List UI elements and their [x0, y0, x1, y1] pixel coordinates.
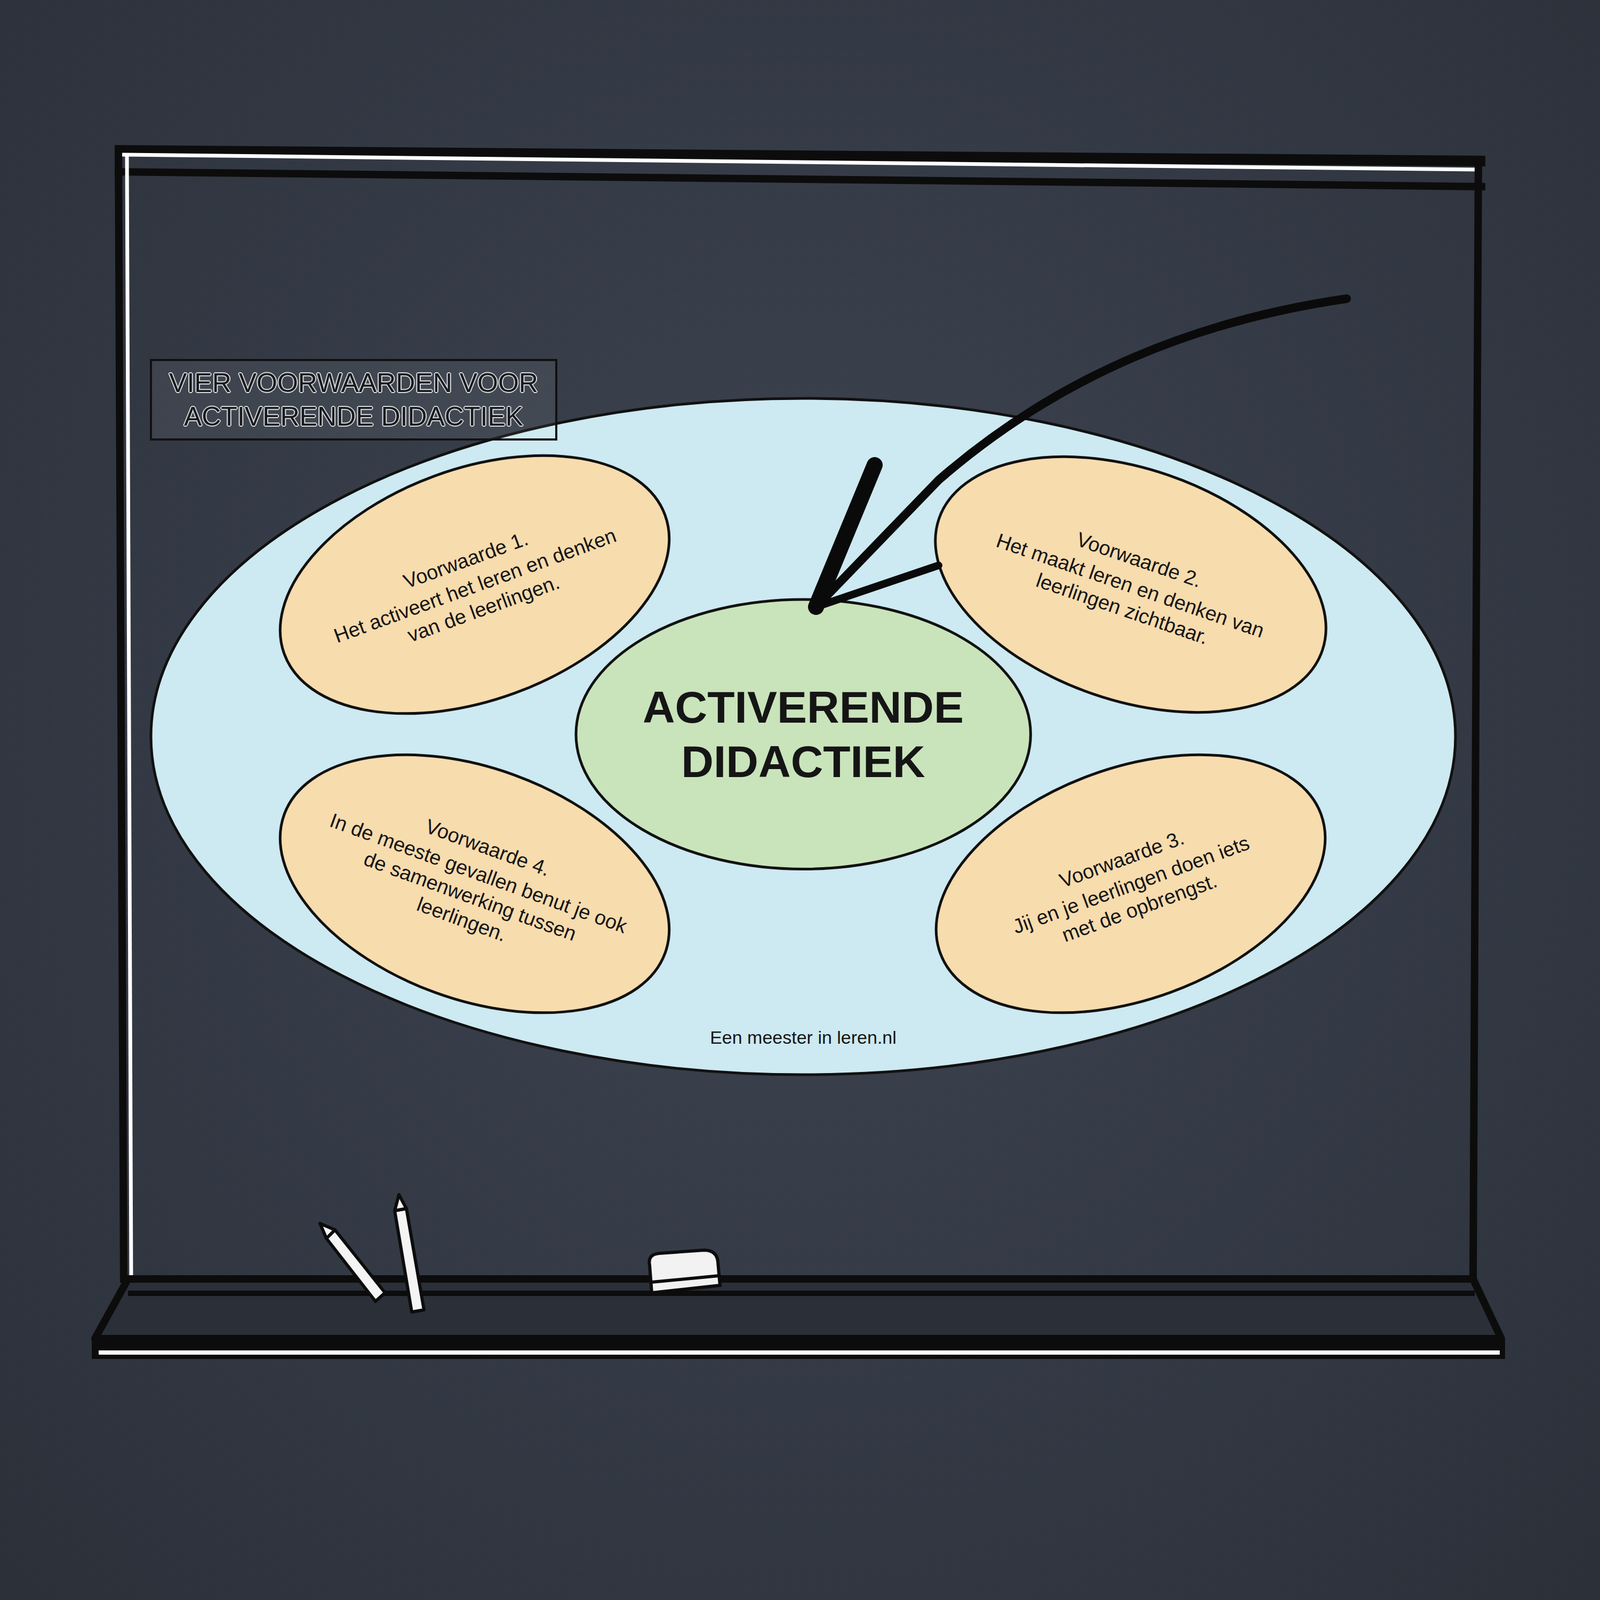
title-text: VIER VOORWAARDEN VOOR ACTIVERENDE DIDACT… — [161, 366, 546, 434]
center-title: ACTIVERENDE DIDACTIEK — [616, 680, 990, 790]
text-group: Een meester in leren.nl — [149, 1027, 1458, 1048]
title-box: VIER VOORWAARDEN VOOR ACTIVERENDE DIDACT… — [149, 358, 558, 441]
watermark-text: Een meester in leren.nl — [709, 1027, 897, 1048]
ellipse-outline — [574, 597, 1032, 871]
center-ellipse: ACTIVERENDE DIDACTIEK — [574, 597, 1032, 871]
background-ellipse: Een meester in leren.nlVoorwaarde 1.Het … — [149, 396, 1458, 1077]
text-group: ACTIVERENDE DIDACTIEK — [616, 680, 990, 790]
